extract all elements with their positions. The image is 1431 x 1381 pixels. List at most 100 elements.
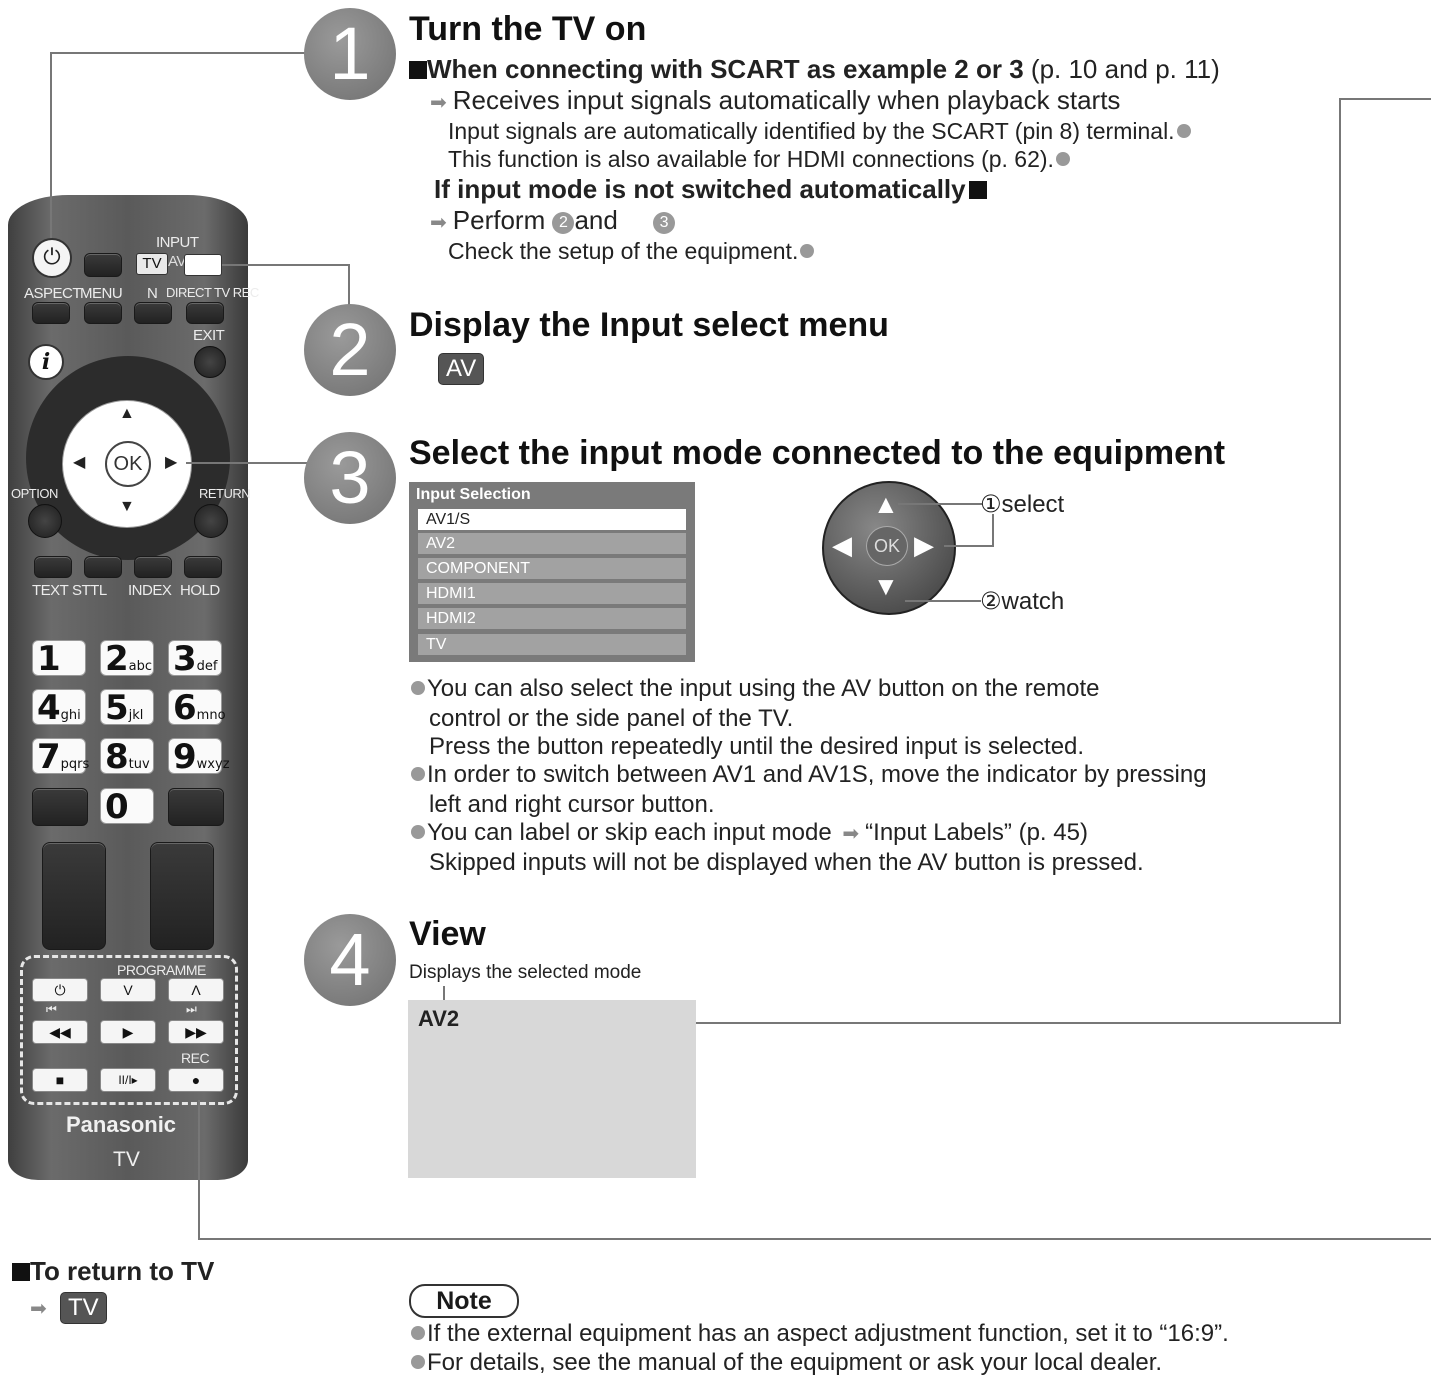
input-label: INPUT <box>156 234 199 251</box>
menu-item-hdmi1[interactable]: HDMI1 <box>418 583 686 604</box>
step-4-badge: 4 <box>304 914 396 1006</box>
fast-forward-button[interactable]: ▶▶ <box>168 1020 224 1044</box>
nav-left-icon[interactable]: ◀ <box>73 454 86 471</box>
bullet-dot-icon <box>1176 124 1191 138</box>
stop-button[interactable]: ■ <box>32 1068 88 1092</box>
cursor-right-icon: ▶ <box>914 530 934 560</box>
number-key-4[interactable]: 4ghi <box>32 689 86 726</box>
step-3-title: Select the input mode connected to the e… <box>409 434 1226 472</box>
number-key-5[interactable]: 5jkl <box>100 689 154 726</box>
n-button[interactable] <box>134 302 172 324</box>
ok-button[interactable]: OK <box>105 441 151 487</box>
number-key-0[interactable]: 0 <box>100 788 154 825</box>
model-label: TV <box>113 1148 140 1171</box>
bullet-dot-icon <box>411 767 425 781</box>
playback-power-button[interactable]: ⏻ <box>32 978 88 1002</box>
cursor-left-icon: ◀ <box>832 530 852 560</box>
rec-button[interactable]: ● <box>168 1068 224 1092</box>
skip-back-icon: ⏮ <box>46 1002 57 1016</box>
remote-av-key[interactable] <box>184 254 222 276</box>
av-key-badge: AV <box>438 353 485 385</box>
step-3-bullet-2: In order to switch between AV1 and AV1S,… <box>409 761 1207 789</box>
bullet-dot-icon <box>411 681 425 695</box>
aspect-label: ASPECT <box>24 285 82 302</box>
hold-label: HOLD <box>180 582 220 599</box>
select-connector-h2 <box>944 545 994 547</box>
bullet-dot-icon <box>411 825 425 839</box>
return-button[interactable] <box>194 504 228 538</box>
menu-item-av1s[interactable]: AV1/S <box>418 509 686 530</box>
select-connector-v <box>992 514 994 546</box>
step-1-hdmi-note: This function is also available for HDMI… <box>448 146 1072 173</box>
number-key-9[interactable]: 9wxyz <box>168 738 230 775</box>
direct-tv-rec-button[interactable] <box>186 302 224 324</box>
programme-up-button[interactable]: Λ <box>168 978 224 1002</box>
cursor-down-icon: ▼ <box>873 571 899 601</box>
step-1-scart-note: Input signals are automatically identifi… <box>448 118 1193 145</box>
pause-button[interactable]: II/I▸ <box>100 1068 156 1092</box>
connector-2v <box>348 264 350 306</box>
selected-mode-label: AV2 <box>418 1006 460 1031</box>
connector-av2 <box>468 1022 1341 1024</box>
caption-pointer <box>443 986 445 1008</box>
remote-blank-button[interactable] <box>84 253 122 277</box>
step-1-check-setup: Check the setup of the equipment. <box>448 238 816 265</box>
bullet-square-icon <box>12 1263 30 1281</box>
play-button[interactable]: ▶ <box>100 1020 156 1044</box>
note-item-1: If the external equipment has an aspect … <box>409 1320 1229 1348</box>
aspect-button[interactable] <box>32 302 70 324</box>
menu-label: MENU <box>80 285 123 302</box>
info-icon: i <box>41 349 51 375</box>
channel-rocker[interactable] <box>150 842 214 950</box>
number-key-2[interactable]: 2abc <box>100 640 154 677</box>
number-key-6[interactable]: 6mno <box>168 689 226 726</box>
index-label: INDEX <box>128 582 172 599</box>
color-button-yellow[interactable] <box>134 556 172 578</box>
note-item-2: For details, see the manual of the equip… <box>409 1349 1162 1377</box>
step-1-subtitle: When connecting with SCART as example 2 … <box>409 54 1220 85</box>
watch-label: ②watch <box>980 588 1065 615</box>
menu-item-hdmi2[interactable]: HDMI2 <box>418 608 686 629</box>
exit-button[interactable] <box>194 346 226 378</box>
connector-right-top <box>1339 98 1431 100</box>
menu-item-av2[interactable]: AV2 <box>418 533 686 554</box>
nav-right-icon[interactable]: ▶ <box>165 454 178 471</box>
blank-key-right[interactable] <box>168 788 224 826</box>
connector-1 <box>50 52 52 238</box>
color-button-green[interactable] <box>84 556 122 578</box>
number-key-8[interactable]: 8tuv <box>100 738 154 775</box>
option-button[interactable] <box>28 504 62 538</box>
arrow-right-icon: ➡ <box>430 92 447 114</box>
bullet-dot-icon <box>411 1355 425 1369</box>
step-3-bullet-2-line2: left and right cursor button. <box>429 791 715 818</box>
nav-down-icon[interactable]: ▼ <box>119 498 135 515</box>
step-1-badge: 1 <box>304 8 396 100</box>
number-key-7[interactable]: 7pqrs <box>32 738 89 775</box>
number-key-3[interactable]: 3def <box>168 640 222 677</box>
menu-item-component[interactable]: COMPONENT <box>418 558 686 579</box>
volume-rocker[interactable] <box>42 842 106 950</box>
color-button-red[interactable] <box>34 556 72 578</box>
return-arrow-icon: ➡ <box>30 1298 47 1320</box>
step-3-badge: 3 <box>304 432 396 524</box>
menu-item-tv[interactable]: TV <box>418 634 686 655</box>
nav-up-icon[interactable]: ▲ <box>119 405 135 422</box>
connector-3 <box>186 462 310 464</box>
color-button-blue[interactable] <box>184 556 222 578</box>
step-3-bullet-3-line2: Skipped inputs will not be displayed whe… <box>429 849 1144 876</box>
arrow-right-icon: ➡ <box>430 212 447 234</box>
direct-tv-rec-label: DIRECT TV REC <box>166 285 259 300</box>
programme-down-button[interactable]: V <box>100 978 156 1002</box>
number-key-1[interactable]: 1 <box>32 640 86 677</box>
n-label: N <box>147 285 158 302</box>
bullet-dot-icon <box>1055 152 1070 166</box>
blank-key-left[interactable] <box>32 788 88 826</box>
watch-connector <box>905 600 981 602</box>
menu-button[interactable] <box>84 302 122 324</box>
power-button[interactable]: ⏻ <box>32 238 72 278</box>
info-button[interactable]: i <box>28 344 64 380</box>
rewind-button[interactable]: ◀◀ <box>32 1020 88 1044</box>
connector-1h <box>50 52 308 54</box>
connector-right-v <box>1339 98 1341 1024</box>
remote-tv-key[interactable]: TV <box>136 253 168 275</box>
